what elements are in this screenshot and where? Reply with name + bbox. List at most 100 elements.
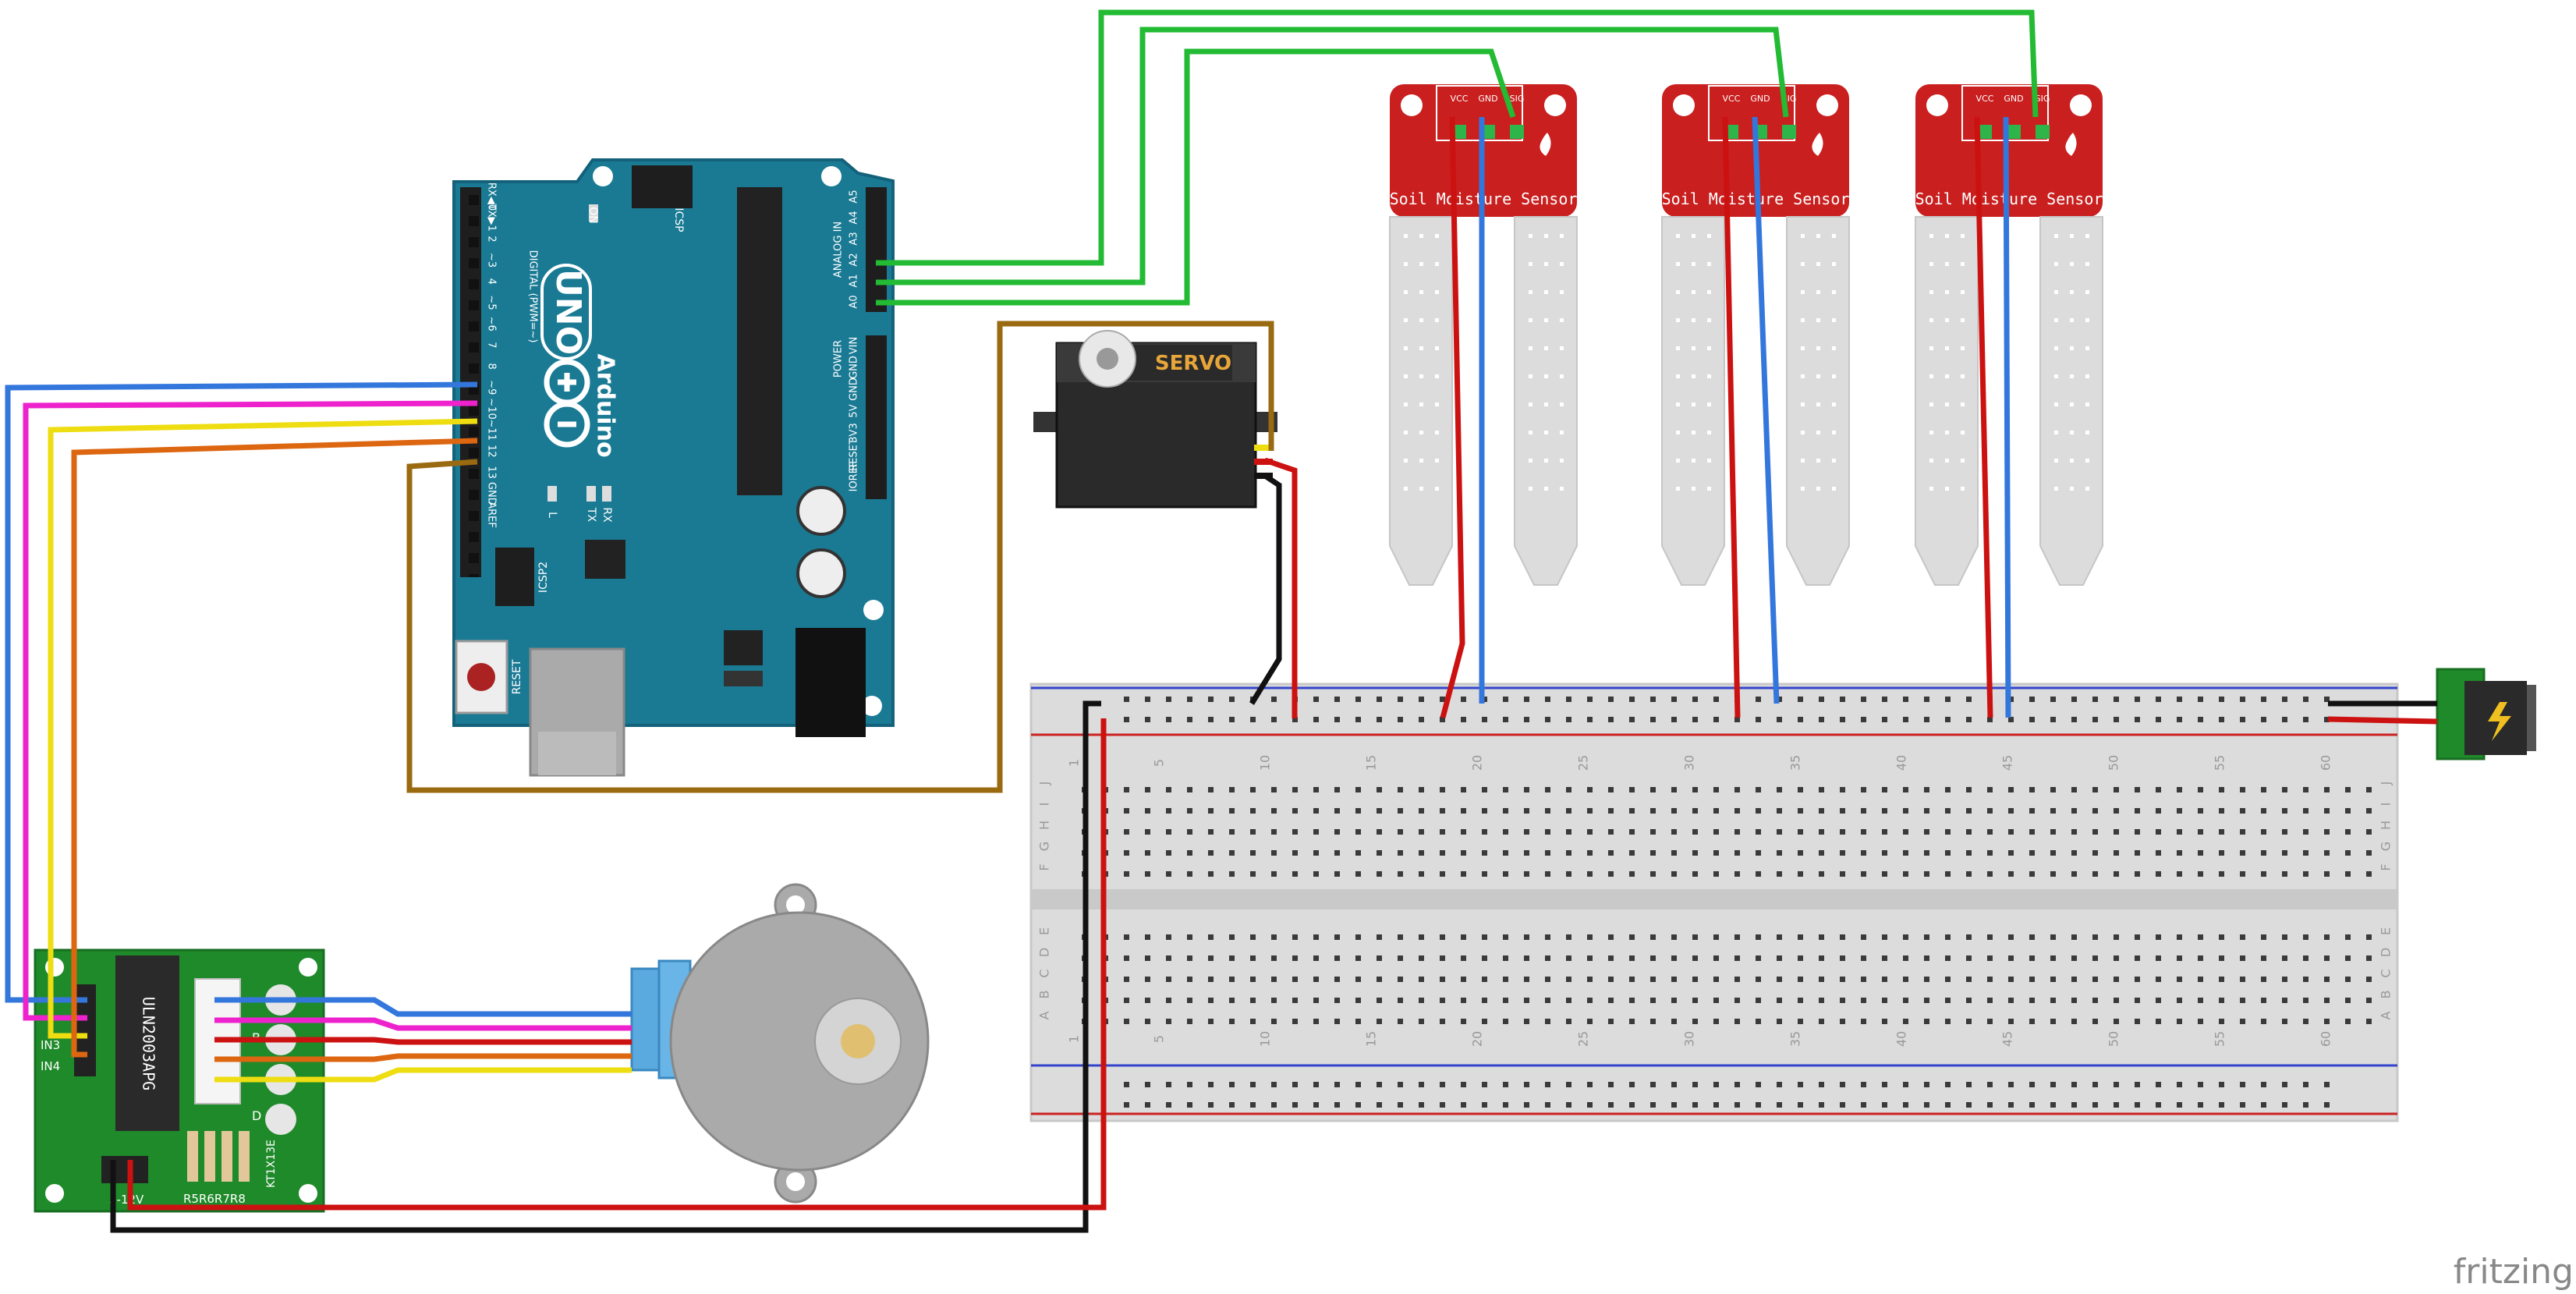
breadboard-row-letter: F xyxy=(1037,863,1052,870)
digital-pin-label: ~6 xyxy=(486,317,498,331)
breadboard-column-number: 40 xyxy=(1894,1031,1908,1047)
breadboard-row-letter: G xyxy=(2379,842,2394,851)
breadboard-column-number: 1 xyxy=(1067,759,1082,767)
icsp-label: ICSP xyxy=(672,207,685,232)
digital-pin-label: TX▶1 xyxy=(486,204,498,232)
sensor-pin-label: VCC xyxy=(1451,94,1469,104)
breadboard-column-number: 35 xyxy=(1788,1031,1802,1047)
power-pin-label: IOREF xyxy=(849,462,860,492)
sparkfun-flame-icon xyxy=(1812,133,1823,156)
breadboard-row-letter: G xyxy=(1037,842,1052,851)
digital-header-label: DIGITAL (PWM=~) xyxy=(527,250,539,343)
breadboard-row-letter: J xyxy=(2379,782,2394,786)
breadboard-column-number: 1 xyxy=(1067,1035,1082,1043)
breadboard-row-letter: J xyxy=(1037,782,1052,786)
breadboard-row-letter: D xyxy=(1037,948,1052,957)
fritzing-watermark: fritzing xyxy=(2454,1252,2574,1292)
wires xyxy=(5,9,2438,1233)
digital-pin-label: 4 xyxy=(486,278,498,285)
power-pin-label: RESET xyxy=(849,438,860,471)
breadboard-row-letter: D xyxy=(2379,948,2394,957)
uln2003-chip-label: ULN2003APG xyxy=(140,997,158,1090)
breadboard-row-letter: A xyxy=(2379,1011,2394,1019)
rx-label: RX xyxy=(601,507,613,523)
reset-label: RESET xyxy=(511,659,523,694)
digital-pin-label: ~9 xyxy=(486,380,498,395)
breadboard-row-letter: H xyxy=(2379,821,2394,830)
analog-header-label: ANALOG IN xyxy=(833,222,845,278)
breadboard-column-number: 10 xyxy=(1257,755,1272,771)
breadboard-holes-bottom xyxy=(1068,920,2379,1026)
icsp2-label: ICSP2 xyxy=(537,562,550,593)
servo-label: SERVO xyxy=(1155,352,1231,375)
capacitor xyxy=(796,486,846,536)
sensor-pin-label: GND xyxy=(1478,94,1497,104)
uno-logo: UNO xyxy=(548,269,588,355)
analog-pin-label: A2 xyxy=(849,253,860,266)
breadboard-column-number: 60 xyxy=(2318,755,2333,771)
capacitor xyxy=(796,548,846,598)
power-label: 5-12V xyxy=(109,1193,144,1207)
breadboard-holes-top xyxy=(1068,772,2379,877)
sensor-pin-label: VCC xyxy=(1976,94,1994,104)
breadboard-row-letter: I xyxy=(2379,803,2394,807)
breadboard-column-number: 50 xyxy=(2106,1031,2121,1047)
breadboard-column-number: 50 xyxy=(2106,755,2121,771)
breadboard-column-number: 35 xyxy=(1788,755,1802,771)
arduino-logo-icon xyxy=(544,359,590,448)
breadboard-column-number: 30 xyxy=(1681,1031,1696,1047)
reset-button[interactable] xyxy=(455,640,508,714)
breadboard-column-number: 25 xyxy=(1575,1031,1590,1047)
breadboard-column-number: 5 xyxy=(1151,759,1166,767)
digital-pin-label: 2 xyxy=(486,236,498,242)
sparkfun-flame-icon xyxy=(1540,133,1551,156)
digital-pin-label: ~11 xyxy=(486,419,498,440)
uln2003-chip xyxy=(115,955,179,1131)
breadboard-column-number: 45 xyxy=(2000,755,2014,771)
breadboard-column-number: 15 xyxy=(1363,755,1378,771)
l-label: L xyxy=(546,512,558,518)
sensor-pin-label: SIG xyxy=(1510,94,1525,104)
reset-button-cap[interactable] xyxy=(467,663,495,691)
arduino-wordmark: Arduino xyxy=(592,353,619,457)
breadboard-row-letter: E xyxy=(1037,927,1052,935)
breadboard-bottom-rail-holes xyxy=(1115,1069,2332,1109)
breadboard-row-letter: A xyxy=(1037,1011,1052,1019)
digital-pin-label: 12 xyxy=(486,445,498,458)
breadboard-row-letter: E xyxy=(2379,927,2394,935)
lightning-icon xyxy=(2488,702,2511,741)
digital-pin-label: GND xyxy=(486,482,498,505)
sensor-pin-label: VCC xyxy=(1723,94,1741,104)
digital-pin-label: 13 xyxy=(486,466,498,479)
on-label: ON xyxy=(586,207,599,224)
digital-pin-label: RX◀0 xyxy=(486,183,498,211)
power-pin-label: VIN xyxy=(849,337,860,354)
digital-pin-label: ~5 xyxy=(486,295,498,310)
breadboard-row-letter: B xyxy=(2379,991,2394,999)
icsp-header xyxy=(632,165,693,208)
tx-label: TX xyxy=(585,507,597,523)
breadboard-column-number: 55 xyxy=(2212,755,2227,771)
breadboard-row-letter: H xyxy=(1037,821,1052,830)
servo-motor: SERVO xyxy=(1033,330,1277,509)
digital-pin-label: 7 xyxy=(486,342,498,348)
power-pin-label: 3V3 xyxy=(849,423,860,442)
sensor-pin-label: GND xyxy=(2004,94,2023,104)
analog-pin-label: A5 xyxy=(849,190,860,203)
in4-label: IN4 xyxy=(41,1059,60,1073)
breadboard-column-number: 20 xyxy=(1469,755,1484,771)
breadboard-column-number: 55 xyxy=(2212,1031,2227,1047)
breadboard-row-letter: B xyxy=(1037,991,1052,999)
power-jack xyxy=(795,628,866,737)
sparkfun-flame-icon xyxy=(2065,133,2077,156)
power-header-label: POWER xyxy=(833,340,845,378)
in3-label: IN3 xyxy=(41,1038,60,1052)
breadboard-column-number: 15 xyxy=(1363,1031,1378,1047)
breadboard-column-number: 20 xyxy=(1469,1031,1484,1047)
breadboard-row-letter: C xyxy=(1037,969,1052,977)
digital-pin-label: AREF xyxy=(486,502,498,528)
breadboard-column-number: 10 xyxy=(1257,1031,1272,1047)
digital-pin-label: 8 xyxy=(486,363,498,369)
